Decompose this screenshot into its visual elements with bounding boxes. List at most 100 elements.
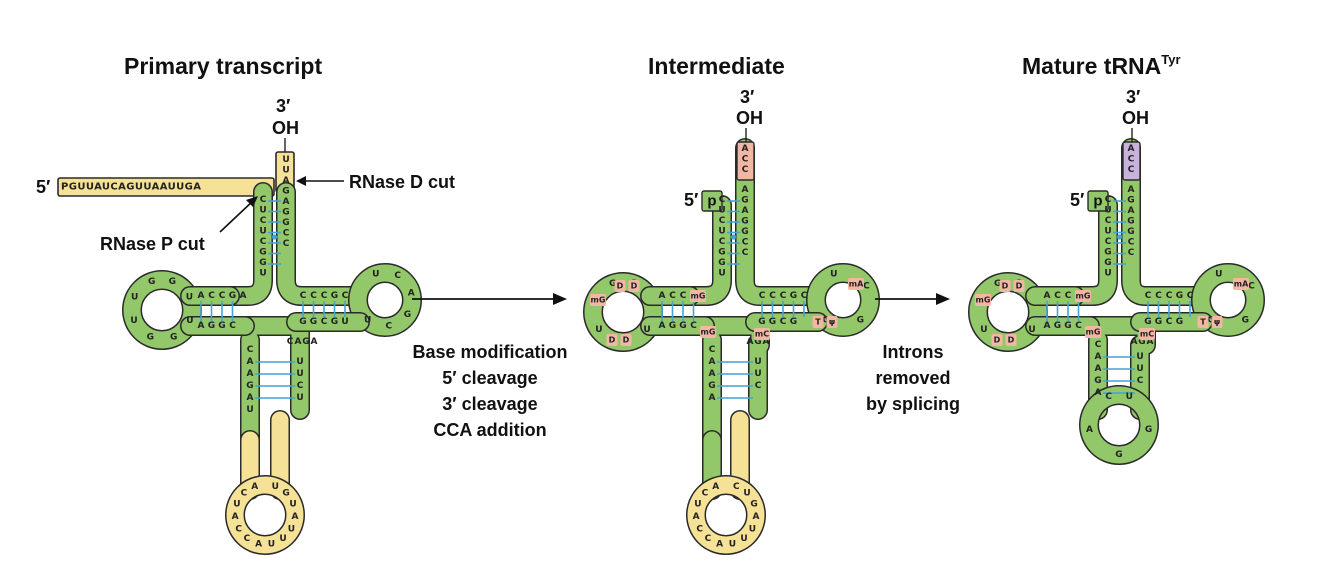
p2-mod-ma-badge [848,278,864,290]
p3-t-loop-base: U [1215,270,1222,280]
p2-t-stem-top-base: C [780,291,787,301]
title-intermediate: Intermediate [648,53,785,79]
p3-d-loop-base: G [994,279,1001,289]
p2-ac-stem-left-base: C [709,345,716,355]
p3-cca-base: C [1128,155,1135,165]
p1-ac-loop-base: U [288,524,295,534]
p1-ac-stem-right-base: U [296,369,303,379]
p2-ac-loop-base: U [743,489,750,499]
step2-line-1: Introns [883,342,944,362]
p1-variable-loop-base: A [311,337,318,347]
p1-acceptor-5-base: C [260,195,267,205]
p3-mod-d4: D [1008,336,1015,345]
p2-acceptor-3-base: G [741,196,748,206]
p2-mod-mc: mC [755,330,769,339]
p2-ac-loop-base: U [694,499,701,509]
p3-t-stem-bottom-base: G [1144,317,1151,327]
p2-mod-d4: D [623,336,630,345]
p3-mod-d3: D [994,336,1001,345]
title-mature-main: Mature tRNA [1022,53,1161,79]
p3-cca-base: A [1128,144,1135,154]
p1-three-prime: 3′ [276,96,290,116]
p2-acceptor-3-base: A [742,206,749,216]
p3-mod-mg2: mG [1076,292,1091,301]
p3-acceptor-5-base: C [1105,216,1112,226]
p3-ac-stem-left-base: C [1095,340,1102,350]
p1-acceptor-3-base: G [282,208,289,218]
p2-t-stem-top-base: C [769,291,776,301]
p3-mod-d4-badge [1005,334,1017,346]
p3-t-stem-top-base: C [1155,291,1162,301]
p2-t-stem-bottom-base: G [790,317,797,327]
p3-variable-loop-base: A [1147,337,1154,347]
p2-ac-loop-base: A [752,512,759,522]
p1-d-loop-base: G [169,277,176,287]
p1-t-stem-top-base: C [310,291,317,301]
p3-ac-loop-base: G [1115,450,1122,460]
p2-ac-stem-right-base: U [754,369,761,379]
p1-d-stem-bottom-base: G [208,321,215,331]
p3-five-prime: 5′ [1070,190,1084,210]
p2-acceptor-3-base: C [742,238,749,248]
leader-sequence: PGUUAUCAGUUAAUUGA [61,182,201,193]
p3-d-loop-base: U [1028,325,1035,335]
p2-mod-d3: D [609,336,616,345]
p1-ac-loop-base: G [282,489,289,499]
p3-acceptor-3-base: A [1128,185,1135,195]
p3-acceptor-3-base: C [1128,248,1135,258]
p1-t-stem-bottom-base: G [331,317,338,327]
p3-phosphate: p [1093,193,1102,210]
p2-three-prime: 3′ [740,87,754,107]
p1-acceptor-3-base: U [282,155,289,165]
p3-mod-d1: D [1002,282,1009,291]
rnase-p-label: RNase P cut [100,234,205,254]
p1-d-loop-base: G [148,277,155,287]
p3-ac-loop-base: C [1105,392,1112,402]
p2-acceptor-gu-dot [730,234,737,240]
p3-mod-mg2-badge [1075,290,1091,302]
p2-t-stem-top-base: C [801,291,808,301]
p1-acceptor-5-base: U [259,227,266,237]
p1-acceptor-gu-dot [271,234,278,240]
p2-mod-d4-badge [620,334,632,346]
p1-t-loop-base: U [364,316,371,326]
p3-mod-d2-badge [1013,280,1025,292]
p1-variable-loop-base: A [295,337,302,347]
intermediate-structure: CUCUCGGUAGAGGCCACCACCGAGGCGUUGCCCGCGGCGU… [583,138,880,555]
p2-t-stem-top-base: C [759,291,766,301]
p3-ac-stem-left-base: A [1095,364,1102,374]
p1-t-loop-base: C [394,271,401,281]
five-prime-phosphate-box [701,190,723,212]
p2-ac-loop-base: A [712,482,719,492]
p3-mod-ma: mA [1234,280,1249,289]
p1-d-stem-top-base: C [219,291,226,301]
p2-acceptor-3-base: C [742,248,749,258]
p2-mod-mg3: mG [701,328,716,337]
mature-trna-structure: CUCUCGGUAGAGGCCACCACCGAGGCGUUGCCCGCGGCGU… [968,138,1265,465]
p1-d-loop-base: U [130,316,137,326]
p1-ac-loop-base: U [233,499,240,509]
p3-acceptor-3-base: G [1127,196,1134,206]
p3-mod-d3-badge [991,334,1003,346]
p2-acceptor-5-base: U [718,206,725,216]
p2-phosphate: p [707,193,716,210]
p3-mod-psi1: ψ [1214,318,1220,327]
step1-text: Base modification 5′ cleavage 3′ cleavag… [412,342,567,440]
p3-ac-loop-base: G [1145,425,1152,435]
p3-t-stem-top-base: C [1166,291,1173,301]
p3-d-stem-top-base: C [1065,291,1072,301]
p3-t-loop-base: C [1207,316,1214,326]
p1-ac-loop-base: U [272,482,279,492]
p1-t-stem-top-base: C [321,291,328,301]
step1-line-4: CCA addition [433,420,546,440]
p1-ac-loop-base: A [255,539,262,549]
p2-d-stem-top-base: C [680,291,687,301]
p1-acceptor-3-base: C [283,229,290,239]
p2-acceptor-3-base: G [741,227,748,237]
p2-ac-loop-base: A [716,539,723,549]
p2-t-stem-bottom-base: G [769,317,776,327]
p3-acceptor-3-base: C [1128,238,1135,248]
p2-acceptor-3-base: G [741,217,748,227]
